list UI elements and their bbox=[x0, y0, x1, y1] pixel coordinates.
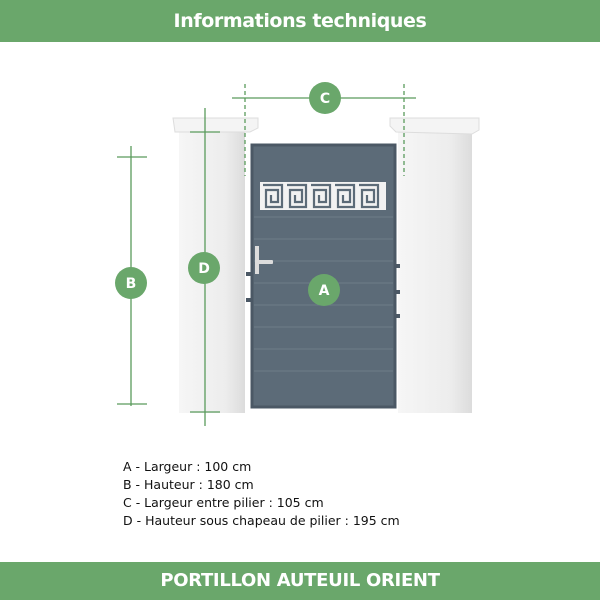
legend-item-d: D - Hauteur sous chapeau de pilier : 195… bbox=[123, 513, 400, 528]
header-banner: Informations techniques bbox=[0, 0, 600, 42]
badge-a: A bbox=[308, 274, 340, 306]
header-title: Informations techniques bbox=[173, 10, 427, 32]
gate-diagram: A B C D bbox=[115, 82, 480, 426]
badge-c: C bbox=[309, 82, 341, 114]
badge-b-label: B bbox=[126, 276, 137, 292]
legend-item-a: A - Largeur : 100 cm bbox=[123, 459, 252, 474]
door-handle bbox=[255, 246, 273, 274]
hinges bbox=[246, 264, 400, 318]
legend-item-c: C - Largeur entre pilier : 105 cm bbox=[123, 495, 324, 510]
right-pillar bbox=[389, 117, 480, 413]
badge-d: D bbox=[188, 252, 220, 284]
legend-item-b: B - Hauteur : 180 cm bbox=[123, 477, 254, 492]
badge-c-label: C bbox=[320, 91, 330, 107]
dimensions-legend: A - Largeur : 100 cm B - Hauteur : 180 c… bbox=[123, 458, 400, 530]
product-title: PORTILLON AUTEUIL ORIENT bbox=[160, 570, 440, 591]
badge-a-label: A bbox=[319, 283, 330, 299]
footer-banner: PORTILLON AUTEUIL ORIENT bbox=[0, 562, 600, 600]
badge-b: B bbox=[115, 267, 147, 299]
badge-d-label: D bbox=[198, 261, 210, 277]
orient-pattern bbox=[260, 182, 386, 210]
